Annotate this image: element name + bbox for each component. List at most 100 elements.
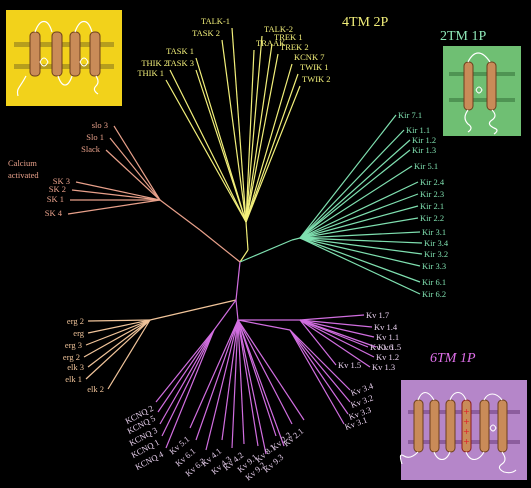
leaf-branch-k2p <box>221 39 247 223</box>
leaf-branch-kca <box>67 199 161 215</box>
leaf-label-kv1: Kv 1.1 <box>376 332 399 342</box>
leaf-label-kca: Slo 1 <box>86 132 104 142</box>
leaf-branch-erg <box>87 319 151 334</box>
leaf-label-k2p: TWIK 1 <box>300 62 329 72</box>
leaf-label-k2p: KCNK 7 <box>294 52 324 62</box>
leaf-branch-kir <box>299 129 405 239</box>
leaf-branch-k2p <box>245 63 293 223</box>
leaf-branch-kv <box>237 319 285 447</box>
leaf-label-k2p: TASK 1 <box>166 46 194 56</box>
leaf-branch-k2p <box>169 69 247 223</box>
leaf-branch-kv <box>237 319 277 437</box>
leaf-branch-kv1 <box>299 319 373 328</box>
leaf-branch-kv <box>237 319 293 425</box>
leaf-branch-erg <box>87 319 151 322</box>
svg-text:+: + <box>463 427 470 436</box>
leaf-label-kv1: Kv 1.7 <box>366 310 389 320</box>
leaf-branch-k2p <box>245 85 301 223</box>
kca-stem-branch <box>159 199 201 231</box>
leaf-label-kv: Kv 2.1 <box>281 426 305 449</box>
leaf-branch-kir <box>299 149 411 239</box>
leaf-branch-kv3 <box>289 329 345 425</box>
leaf-branch-kir <box>299 165 413 239</box>
leaf-branch-kcnq <box>159 329 215 425</box>
leaf-branch-kv1 <box>299 319 375 338</box>
leaf-label-k2p: TRAAK <box>256 38 286 48</box>
panel-4tm-2p <box>6 10 122 106</box>
panel-6tm-1p: ++++ <box>399 380 527 480</box>
leaf-label-kca: SK 4 <box>45 208 63 218</box>
calcium-activated-label-2: activated <box>8 170 39 180</box>
title-4tm-2p: 4TM 2P <box>342 15 389 30</box>
leaf-label-erg: elk 3 <box>67 362 84 372</box>
leaf-label-kir: Kir 6.1 <box>422 277 446 287</box>
leaf-branch-kv <box>195 319 239 441</box>
kv-stem-branch <box>235 299 239 321</box>
backbone-branch <box>199 229 241 263</box>
leaf-branch-kir <box>299 237 421 267</box>
leaf-label-kir: Kir 5.1 <box>414 161 438 171</box>
leaf-label-k2p: TREK 1 <box>274 32 303 42</box>
leaf-label-kir: Kir 7.1 <box>398 110 422 120</box>
leaf-branch-erg <box>85 319 151 346</box>
leaf-branch-k2p <box>245 35 263 223</box>
leaf-label-erg: erg 2 <box>63 352 80 362</box>
leaf-label-kir: Kir 2.1 <box>420 201 444 211</box>
leaf-branch-kir <box>299 237 423 244</box>
leaf-branch-kca <box>105 149 161 201</box>
leaf-label-kv1: Kv 1.5 <box>378 342 401 352</box>
leaf-label-kir: Kir 1.3 <box>412 145 436 155</box>
leaf-label-kv1: Kv 1.4 <box>374 322 398 332</box>
leaf-label-kv1: Kv 1.2 <box>376 352 399 362</box>
leaf-branch-kir <box>299 237 421 295</box>
leaf-label-k2p: THIK 2 <box>141 58 168 68</box>
leaf-branch-erg <box>83 319 151 358</box>
leaf-branch-kv <box>237 319 305 421</box>
kir-stem-branch <box>291 237 301 241</box>
leaf-branch-k2p <box>195 69 247 223</box>
erg-stem-branch <box>149 299 237 321</box>
leaf-branch-erg <box>107 319 151 390</box>
leaf-label-kir: Kir 1.1 <box>406 125 430 135</box>
leaf-label-kv3: Kv 3.1 <box>343 415 368 432</box>
leaf-branch-kir <box>299 237 423 255</box>
leaf-branch-k2p <box>245 53 279 223</box>
leaf-branch-kv1 <box>299 314 365 321</box>
leaf-branch-k2p <box>195 57 247 223</box>
leaf-label-kir: Kir 3.3 <box>422 261 446 271</box>
leaf-branch-kca <box>109 137 161 201</box>
leaf-label-erg: erg 3 <box>65 340 82 350</box>
leaf-label-kca: Slack <box>81 144 101 154</box>
leaf-branch-kv1 <box>299 319 371 368</box>
membrane-helix-icon <box>16 20 101 97</box>
leaf-label-kv1: Kv 1.6 <box>370 342 393 352</box>
leaf-branch-kv1 <box>299 319 337 366</box>
leaf-branch-k2p <box>165 79 247 223</box>
leaf-branch-kcnq <box>165 329 215 449</box>
membrane-helix-icon: ++++ <box>399 391 517 474</box>
leaf-label-k2p: TASK 2 <box>192 28 220 38</box>
leaf-label-k2p: TASK 3 <box>166 58 194 68</box>
leaf-branch-kv3 <box>289 329 349 415</box>
leaf-branch-kv <box>237 319 245 445</box>
leaf-label-kir: Kir 1.2 <box>412 135 436 145</box>
panel-2tm-1p <box>443 46 521 136</box>
leaf-branch-kir <box>299 139 411 239</box>
leaf-branch-k2p <box>245 73 299 223</box>
leaf-branch-kv <box>221 319 239 441</box>
leaf-label-kca: SK 3 <box>53 176 70 186</box>
leaf-label-kv1: Kv 1.5 <box>338 360 361 370</box>
leaf-label-kca: SK 1 <box>47 194 64 204</box>
leaf-branch-kir <box>299 114 397 239</box>
leaf-branch-kca <box>75 181 161 201</box>
leaf-branch-kv1 <box>299 319 375 358</box>
leaf-branch-kcnq <box>161 329 215 437</box>
leaf-branch-kca <box>71 189 161 201</box>
leaf-branch-kir <box>299 231 421 239</box>
leaf-branch-kca <box>113 125 161 201</box>
leaf-branch-kir <box>299 193 419 239</box>
leaf-label-erg: elk 1 <box>65 374 82 384</box>
